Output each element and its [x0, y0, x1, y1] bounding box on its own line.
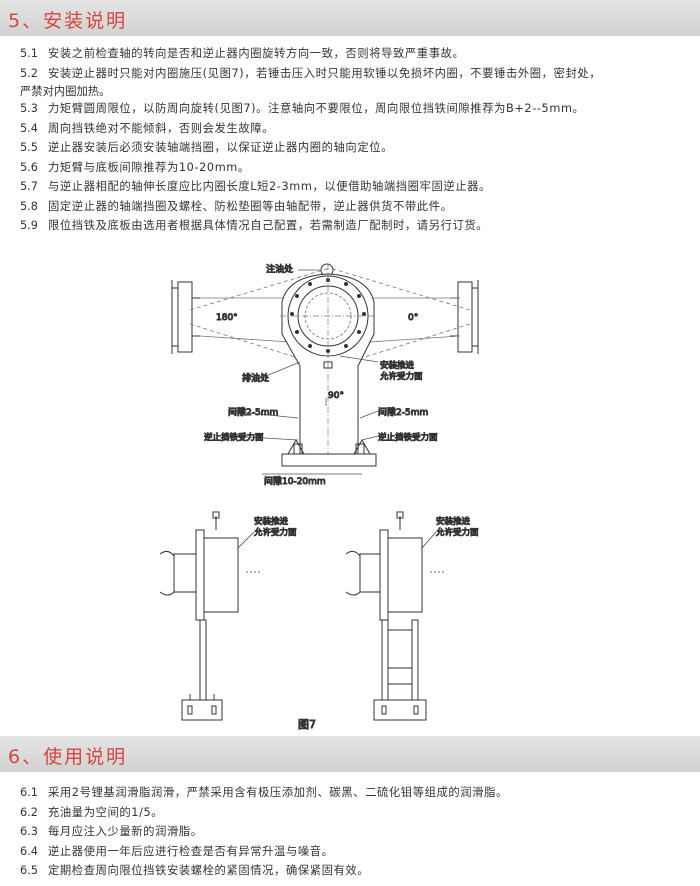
gap-left-label: 间隙2-5mm	[228, 406, 278, 418]
side-1-push-label-2: 允许受力面	[254, 527, 297, 538]
base-plate	[281, 438, 377, 467]
figure-caption: 图7	[298, 718, 316, 731]
side-2-push-label-2: 允许受力面	[436, 527, 479, 538]
angle-0-label: 0°	[408, 313, 418, 323]
oil-drain-box	[323, 361, 333, 369]
push-face-label-2: 允许受力面	[380, 371, 423, 382]
left-stop-bracket	[171, 280, 200, 354]
oil-fill-label: 注油处	[266, 263, 293, 275]
side-2-push-label: 安装推进	[436, 516, 471, 527]
side-1-push-label: 安装推进	[254, 516, 289, 527]
section-6-title: 6、使用说明	[8, 746, 128, 768]
oil-drain-label: 排油处	[242, 372, 269, 384]
backstop-front-view-diagram: 注油处 180° 0° 排油处 安装推进 允许受力面 90° 间隙2-5mm 间…	[171, 263, 479, 488]
bolt-holes	[290, 278, 366, 353]
list-item-continuation: 严禁对内圈加热。	[20, 85, 111, 98]
angle-90-label: 90°	[328, 391, 344, 401]
side-view-single-arm	[160, 511, 260, 721]
gap-bottom-label: 间隙10-20mm	[264, 475, 326, 487]
section-5-header: 5、安装说明	[0, 0, 700, 36]
side-view-double-arm	[345, 511, 444, 721]
backstop-side-views-diagram: 安装推进 允许受力面 安装推进 允许受力面 图7	[160, 511, 480, 732]
angle-180-label: 180°	[216, 313, 238, 323]
right-stop-bracket	[450, 280, 479, 354]
section-5-title: 5、安装说明	[8, 10, 128, 32]
stop-face-left-label: 逆止挡铁受力面	[204, 432, 264, 443]
stop-face-right-label: 逆止挡铁受力面	[378, 432, 438, 443]
gap-right-label: 间隙2-5mm	[378, 406, 428, 418]
phantom-arm-outlines	[189, 267, 471, 369]
push-face-label: 安装推进	[380, 360, 415, 371]
section-6-header: 6、使用说明	[0, 736, 700, 772]
